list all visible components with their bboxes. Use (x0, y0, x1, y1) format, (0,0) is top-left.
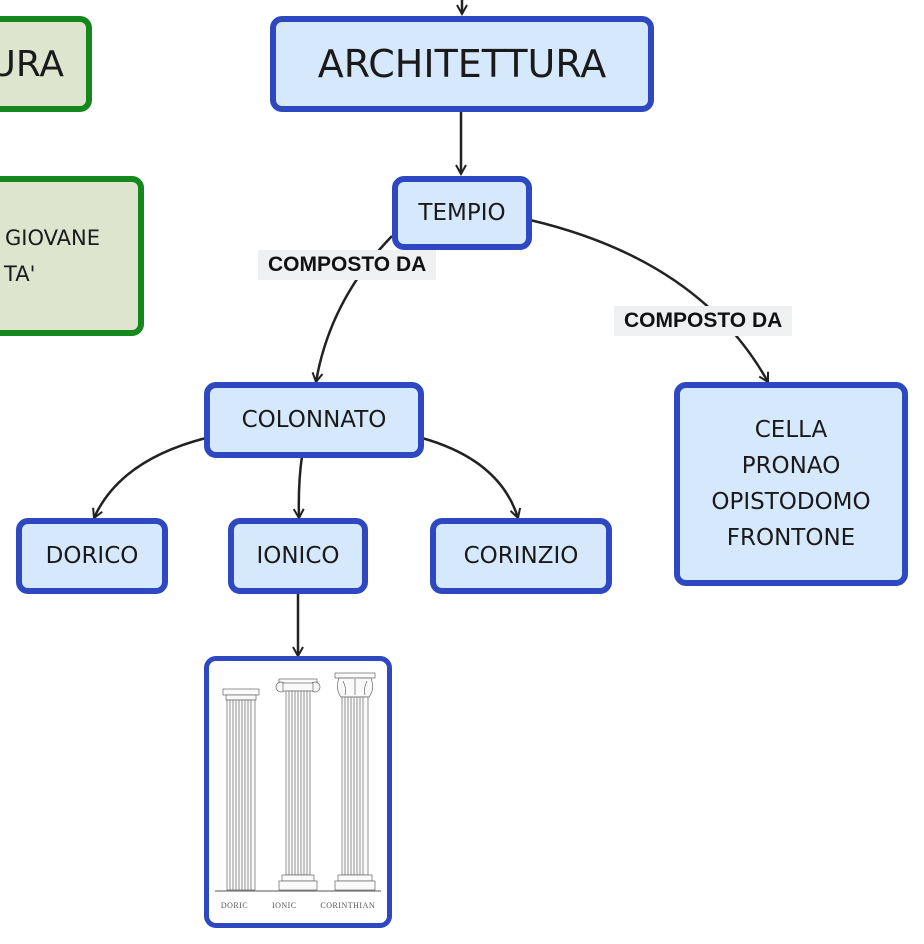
partial-node-top-left-label: URA (0, 43, 64, 85)
partial-node-mid-left-line1: GIOVANE (5, 226, 100, 250)
node-dorico[interactable]: DORICO (16, 518, 168, 594)
node-architettura[interactable]: ARCHITETTURA (270, 16, 654, 112)
edge-label-tempio-colonnato: COMPOSTO DA (258, 250, 437, 280)
node-colonnato-label: COLONNATO (241, 407, 387, 433)
partial-node-mid-left-line2: TA' (4, 262, 36, 286)
node-cella-line-frontone: FRONTONE (726, 525, 856, 551)
node-columns-image[interactable]: DORIC IONIC CORINTHIAN (204, 656, 392, 928)
caption-doric: DORIC (220, 901, 249, 910)
caption-corinthian: CORINTHIAN (320, 901, 376, 910)
node-corinzio[interactable]: CORINZIO (430, 518, 612, 594)
node-dorico-label: DORICO (45, 543, 139, 569)
node-colonnato[interactable]: COLONNATO (204, 382, 424, 458)
node-tempio[interactable]: TEMPIO (392, 176, 532, 250)
node-ionico[interactable]: IONICO (228, 518, 368, 594)
ionic-column-icon (275, 678, 321, 891)
node-cella-line-cella: CELLA (754, 417, 828, 443)
node-architettura-label: ARCHITETTURA (317, 42, 607, 86)
node-cella-line-pronao: PRONAO (741, 453, 841, 479)
corinthian-column-icon (334, 672, 376, 891)
node-ionico-label: IONICO (256, 543, 340, 569)
columns-captions: DORIC IONIC CORINTHIAN (209, 901, 387, 910)
classical-columns-illustration (215, 672, 381, 892)
node-cella-line-opistodomo: OPISTODOMO (711, 489, 871, 515)
partial-node-mid-left[interactable]: GIOVANE TA' (0, 176, 144, 336)
partial-node-top-left[interactable]: URA (0, 16, 92, 112)
edge-colonnato-to-corinzio (421, 436, 518, 518)
edge-label-tempio-cella: COMPOSTO DA (614, 306, 793, 336)
edge-colonnato-to-ionico (299, 455, 302, 518)
doric-column-icon (222, 688, 260, 891)
edge-colonnato-to-dorico (94, 436, 207, 518)
caption-ionic: IONIC (271, 901, 297, 910)
edge-tempio-to-cella (529, 218, 770, 382)
node-tempio-label: TEMPIO (418, 200, 506, 226)
node-cella-list[interactable]: CELLA PRONAO OPISTODOMO FRONTONE (674, 382, 908, 586)
node-corinzio-label: CORINZIO (463, 543, 579, 569)
